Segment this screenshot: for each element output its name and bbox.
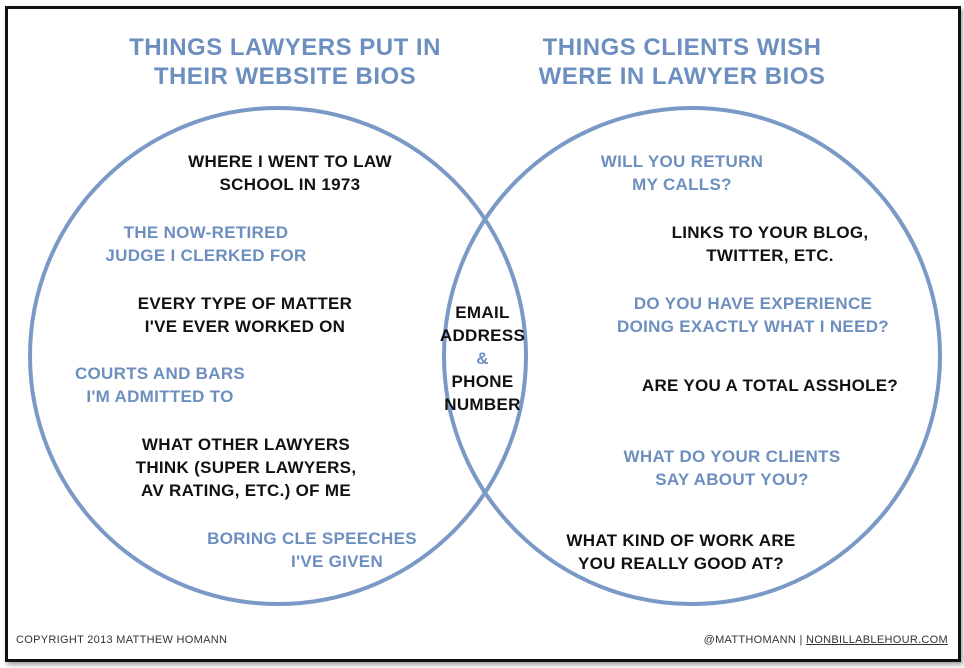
item-line: WHAT OTHER LAWYERS [141, 435, 351, 454]
item-line: I'M ADMITTED TO [86, 387, 234, 406]
item-line: DOING EXACTLY WHAT I NEED? [617, 317, 889, 336]
right-heading: THINGS CLIENTS WISH WERE IN LAWYER BIOS [497, 33, 867, 91]
right-item-links: LINKS TO YOUR BLOG, TWITTER, ETC. [640, 221, 900, 267]
center-item-contact: EMAIL ADDRESS & PHONE NUMBER [425, 301, 540, 416]
item-line: PHONE [451, 372, 514, 391]
left-circle [28, 106, 528, 606]
left-item-law-school: WHERE I WENT TO LAW SCHOOL IN 1973 [150, 150, 430, 196]
item-line: NUMBER [444, 395, 521, 414]
right-item-client-reviews: WHAT DO YOUR CLIENTS SAY ABOUT YOU? [592, 445, 872, 491]
item-line: I'VE EVER WORKED ON [144, 317, 346, 336]
item-line: SCHOOL IN 1973 [219, 175, 361, 194]
item-line: WILL YOU RETURN [600, 152, 764, 171]
right-item-asshole: ARE YOU A TOTAL ASSHOLE? [612, 374, 928, 397]
item-line: EVERY TYPE OF MATTER [137, 294, 353, 313]
footer-copyright: COPYRIGHT 2013 MATTHEW HOMANN [16, 634, 228, 646]
footer-credits: @MATTHOMANN | NONBILLABLEHOUR.COM [704, 634, 948, 646]
item-line: MY CALLS? [632, 175, 732, 194]
left-item-courts: COURTS AND BARS I'M ADMITTED TO [40, 362, 280, 408]
left-heading-line: THEIR WEBSITE BIOS [153, 63, 417, 90]
item-line: I'VE GIVEN [290, 552, 384, 571]
ampersand: & [476, 349, 489, 368]
left-item-cle-speeches: BORING CLE SPEECHES I'VE GIVEN [182, 527, 442, 573]
item-line: BORING CLE SPEECHES [207, 529, 417, 548]
right-item-good-at: WHAT KIND OF WORK ARE YOU REALLY GOOD AT… [536, 529, 826, 575]
item-line: WHERE I WENT TO LAW [188, 152, 392, 171]
right-heading-line: THINGS CLIENTS WISH [542, 34, 822, 61]
item-line: ARE YOU A TOTAL ASSHOLE? [641, 376, 899, 395]
item-line: AV RATING, ETC.) OF ME [141, 481, 351, 500]
right-item-experience: DO YOU HAVE EXPERIENCE DOING EXACTLY WHA… [588, 292, 918, 338]
right-heading-line: WERE IN LAWYER BIOS [538, 63, 826, 90]
left-heading-line: THINGS LAWYERS PUT IN [129, 34, 441, 61]
item-line: WHAT DO YOUR CLIENTS [623, 447, 841, 466]
item-line: DO YOU HAVE EXPERIENCE [633, 294, 873, 313]
right-circle [442, 106, 942, 606]
left-item-judge: THE NOW-RETIRED JUDGE I CLERKED FOR [66, 221, 346, 267]
item-line: THINK (SUPER LAWYERS, [135, 458, 357, 477]
footer-handle: @MATTHOMANN | [703, 634, 803, 646]
item-line: WHAT KIND OF WORK ARE [566, 531, 796, 550]
left-item-ratings: WHAT OTHER LAWYERS THINK (SUPER LAWYERS,… [106, 433, 386, 502]
poster-frame [5, 6, 961, 662]
footer-site-link[interactable]: NONBILLABLEHOUR.COM [805, 634, 948, 646]
item-line: ADDRESS [439, 326, 526, 345]
item-line: THE NOW-RETIRED [123, 223, 289, 242]
item-line: COURTS AND BARS [74, 364, 246, 383]
left-heading: THINGS LAWYERS PUT IN THEIR WEBSITE BIOS [100, 33, 470, 91]
item-line: YOU REALLY GOOD AT? [578, 554, 784, 573]
item-line: SAY ABOUT YOU? [655, 470, 809, 489]
item-line: JUDGE I CLERKED FOR [105, 246, 307, 265]
left-item-matters: EVERY TYPE OF MATTER I'VE EVER WORKED ON [105, 292, 385, 338]
item-line: EMAIL [455, 303, 510, 322]
item-line: TWITTER, ETC. [706, 246, 834, 265]
item-line: LINKS TO YOUR BLOG, [671, 223, 869, 242]
right-item-return-calls: WILL YOU RETURN MY CALLS? [562, 150, 802, 196]
